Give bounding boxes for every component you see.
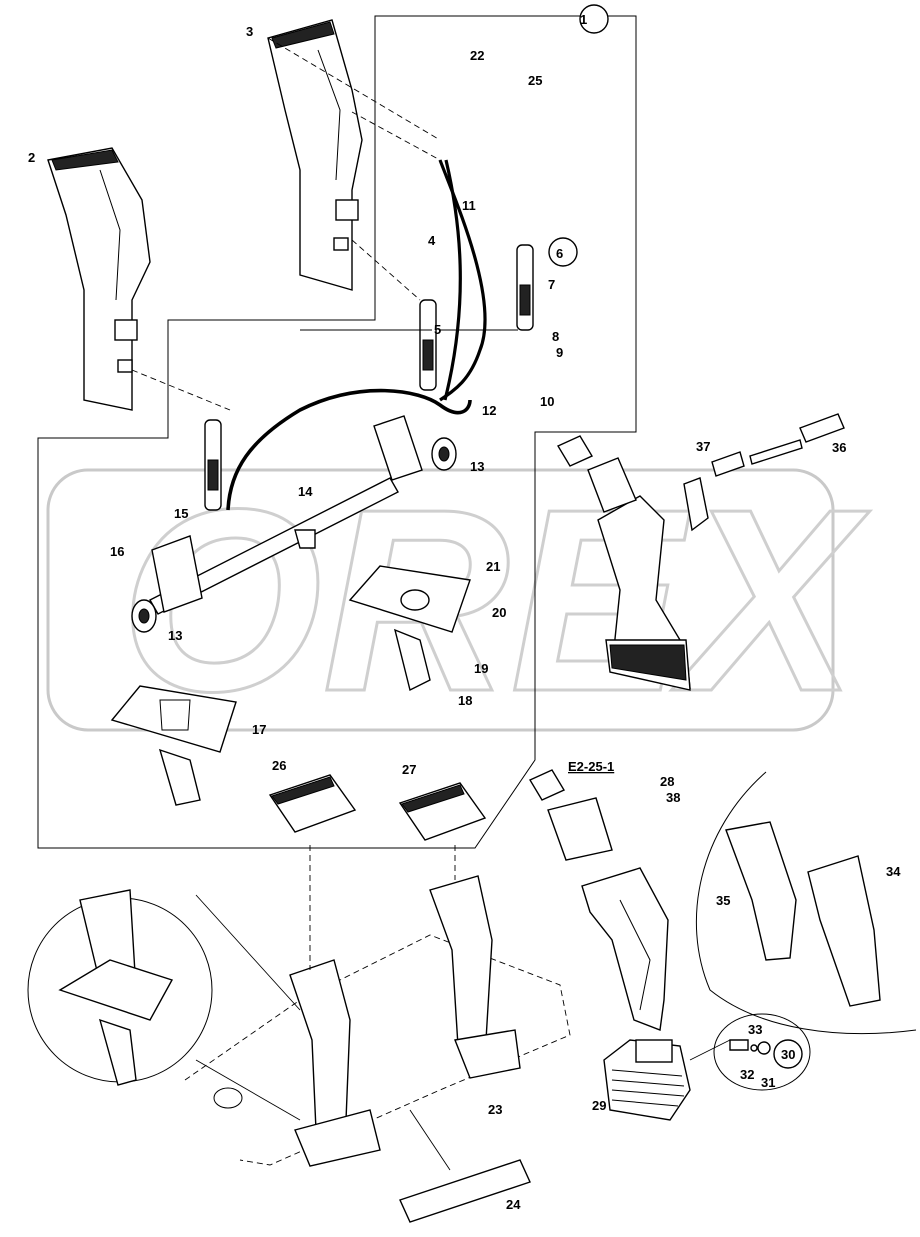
hydraulic-hose-12 [226, 388, 472, 511]
callout-18: 18 [458, 693, 472, 708]
callout-3: 3 [246, 24, 253, 39]
group-circle-30 [773, 1039, 803, 1069]
callout-12: 12 [482, 403, 496, 418]
callout-30: 30 [781, 1047, 795, 1062]
hydraulic-hose-11b [443, 159, 462, 401]
detail-covers [695, 771, 917, 1035]
callout-29: 29 [592, 1098, 606, 1113]
group-circle-1 [579, 4, 609, 34]
cover-26 [268, 774, 357, 833]
boot-29 [603, 1039, 691, 1121]
callout-35: 35 [716, 893, 730, 908]
callout-5: 5 [434, 322, 441, 337]
callout-13a: 13 [470, 459, 484, 474]
detail-zoom [27, 889, 213, 1086]
bearing-13-left [131, 599, 157, 633]
bracket-left [151, 535, 203, 613]
plate-17 [110, 685, 237, 806]
group-circle-6 [548, 237, 578, 267]
callout-4: 4 [428, 233, 436, 248]
steering-column-3 [267, 19, 363, 291]
callout-19: 19 [474, 661, 488, 676]
callout-21: 21 [486, 559, 500, 574]
group-1-outline [37, 15, 637, 849]
callout-33: 33 [748, 1022, 762, 1037]
leader-lines [131, 37, 731, 1171]
callout-15: 15 [174, 506, 188, 521]
gas-spring-5 [419, 299, 437, 391]
callout-25: 25 [528, 73, 542, 88]
callout-1: 1 [580, 12, 587, 27]
group-circles [548, 4, 803, 1069]
callout-16: 16 [110, 544, 124, 559]
spring-36 [749, 413, 845, 465]
joystick-handle-e2 [528, 769, 669, 1031]
bracket-right [373, 415, 423, 481]
callout-27: 27 [402, 762, 416, 777]
callout-36: 36 [832, 440, 846, 455]
hydraulic-hose-11 [438, 159, 487, 402]
callout-17: 17 [252, 722, 266, 737]
callout-23: 23 [488, 1102, 502, 1117]
callout-11: 11 [462, 198, 476, 213]
callout-38: 38 [666, 790, 680, 805]
callout-9: 9 [556, 345, 563, 360]
steering-column-2 [47, 147, 151, 411]
callout-6: 6 [556, 246, 563, 261]
callout-24: 24 [506, 1197, 521, 1212]
callout-10: 10 [540, 394, 554, 409]
cover-27 [398, 782, 487, 841]
callout-7: 7 [548, 277, 555, 292]
callout-32: 32 [740, 1067, 754, 1082]
callout-26: 26 [272, 758, 286, 773]
callout-2: 2 [28, 150, 35, 165]
callout-20: 20 [492, 605, 506, 620]
reference-label-e2: E2-25-1 [568, 759, 614, 774]
callout-34: 34 [886, 864, 901, 879]
callout-13b: 13 [168, 628, 182, 643]
callout-labels: 2 3 4 5 7 8 9 10 11 12 13 13 14 15 16 17… [28, 24, 901, 1212]
gas-spring-left [204, 419, 222, 511]
plate-20 [348, 565, 471, 692]
callout-31: 31 [761, 1075, 775, 1090]
detail-fastener [713, 1013, 811, 1091]
callout-14: 14 [298, 484, 313, 499]
frame-assembly [184, 875, 571, 1223]
watermark-text: OREX [120, 456, 870, 746]
bushing-37 [711, 451, 745, 477]
callout-22: 22 [470, 48, 484, 63]
joystick-handle-right [556, 435, 709, 691]
callout-28: 28 [660, 774, 674, 789]
gas-spring-7 [516, 244, 534, 331]
watermark: OREX [46, 455, 872, 748]
callout-8: 8 [552, 329, 559, 344]
bearing-13-right [431, 437, 457, 471]
callout-37: 37 [696, 439, 710, 454]
